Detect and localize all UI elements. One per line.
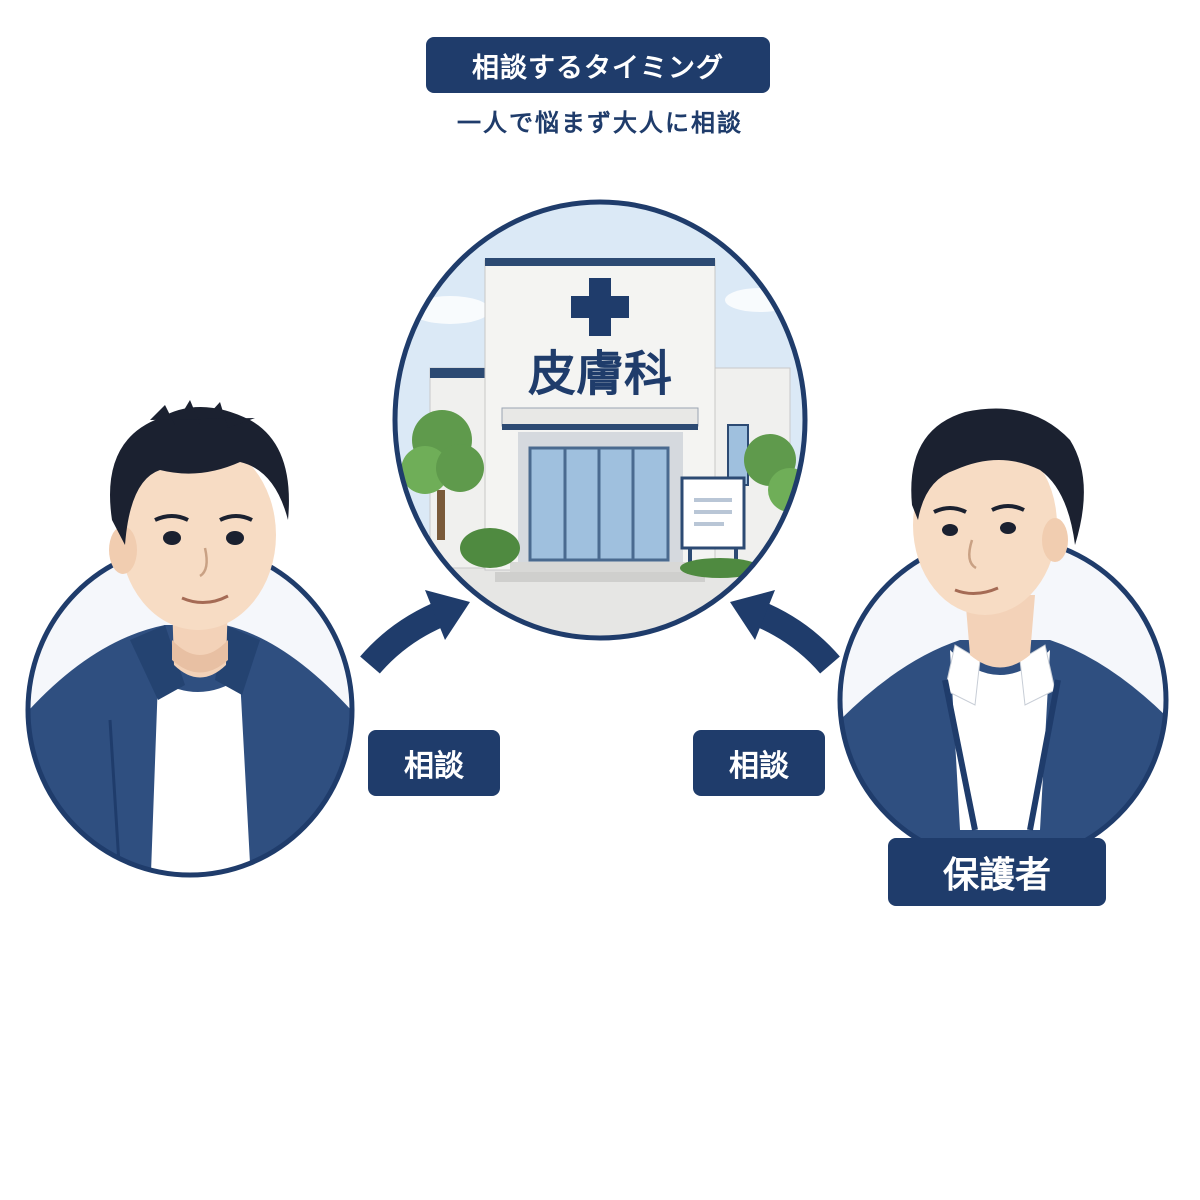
person-right — [837, 408, 1169, 866]
clinic-sign: 皮膚科 — [528, 346, 672, 402]
consult-label-right: 相談 — [729, 749, 789, 784]
person-left — [25, 400, 355, 878]
arrow-up-right-icon — [360, 590, 470, 674]
page-title: 相談するタイミング — [472, 52, 724, 84]
consult-badge-left: 相談 — [368, 730, 500, 796]
medical-cross-icon — [571, 278, 629, 336]
consult-label-left: 相談 — [404, 749, 464, 784]
guardian-label: 保護者 — [942, 855, 1051, 896]
tree-left — [401, 410, 520, 568]
clinic-illustration — [392, 199, 808, 641]
page-subtitle: 一人で悩まず大人に相談 — [457, 108, 743, 137]
title-badge: 相談するタイミング — [426, 37, 770, 93]
consult-badge-right: 相談 — [693, 730, 825, 796]
guardian-badge: 保護者 — [888, 838, 1106, 906]
clinic-circle-frame — [392, 199, 808, 641]
arrow-up-left-icon — [730, 590, 840, 674]
